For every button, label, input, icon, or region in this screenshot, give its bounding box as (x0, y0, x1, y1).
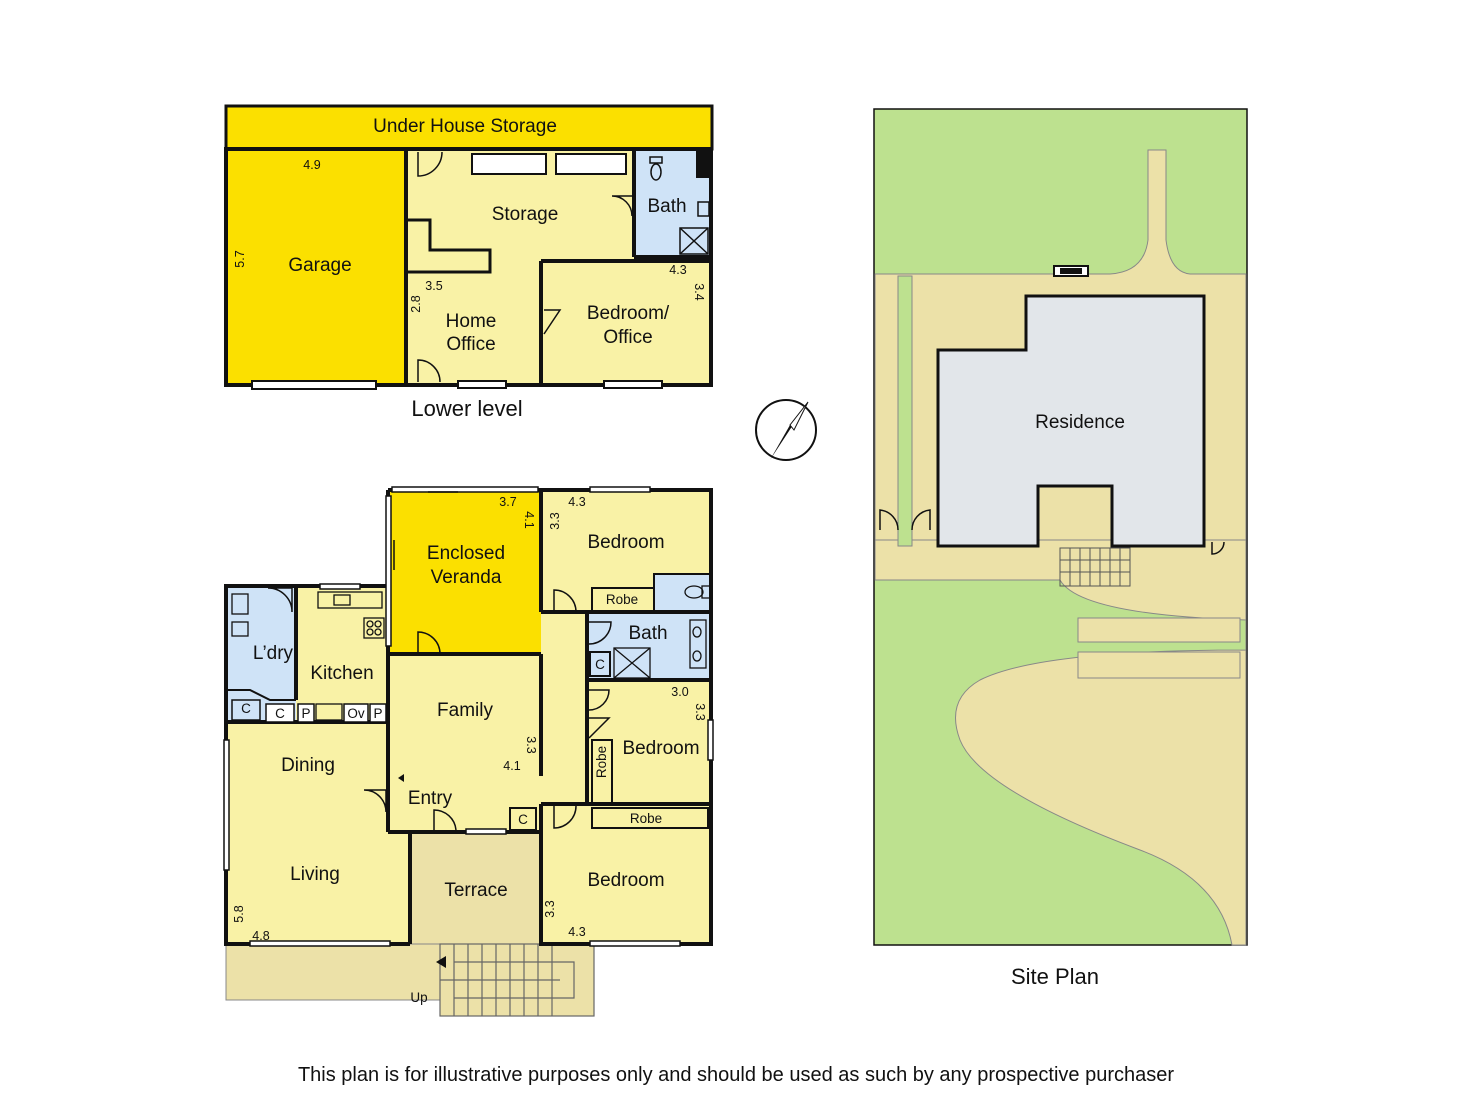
residence-label: Residence (1035, 412, 1125, 433)
bedroom-1-width-dim: 4.3 (568, 495, 585, 509)
disclaimer-text: This plan is for illustrative purposes o… (297, 1064, 1175, 1086)
home-office-area (406, 261, 541, 385)
under-house-storage-label: Under House Storage (373, 116, 557, 137)
enclosed-veranda-label-line1: Enclosed (427, 543, 505, 564)
enclosed-veranda-depth-dim: 4.1 (522, 511, 536, 528)
home-office-width-dim: 3.5 (425, 279, 442, 293)
garage-area (224, 147, 408, 387)
kitchen-cupboard-c1: C (241, 701, 251, 716)
bedroom-office-area (541, 261, 711, 385)
lower-bath-label: Bath (647, 196, 686, 217)
enclosed-veranda-width-dim: 3.7 (499, 495, 516, 509)
bedroom-1-label: Bedroom (587, 532, 664, 553)
lower-level-caption: Lower level (411, 396, 522, 421)
bath-cupboard-label: C (595, 657, 605, 672)
bath-label: Bath (628, 623, 667, 644)
laundry-label: L’dry (253, 643, 294, 664)
bedroom-3-width-dim: 4.3 (568, 925, 585, 939)
bedroom-office-label-line1: Bedroom/ (587, 303, 670, 324)
bedroom-3-label: Bedroom (587, 870, 664, 891)
bedroom-2-width-dim: 3.0 (671, 685, 688, 699)
family-width-dim: 4.1 (503, 759, 520, 773)
kitchen-cupboard-c2: C (275, 706, 285, 721)
bedroom-office-width-dim: 4.3 (669, 263, 686, 277)
upper-level: Enclosed Veranda 3.7 4.1 Bedroom 4.3 3.3… (223, 486, 714, 1017)
dining-label: Dining (281, 755, 335, 776)
under-house-storage-area (224, 104, 714, 151)
kitchen-oven: Ov (347, 706, 365, 721)
site-plan-caption: Site Plan (1011, 964, 1099, 989)
kitchen-pantry-1: P (301, 706, 310, 721)
enclosed-veranda-area (388, 490, 541, 654)
site-plan: Residence Site Plan (873, 108, 1248, 989)
bedroom-office-depth-dim: 3.4 (692, 283, 706, 300)
terrace-label: Terrace (444, 880, 507, 901)
family-area (388, 654, 541, 776)
entry-area (388, 776, 541, 832)
home-office-label-line2: Office (446, 334, 495, 355)
home-office-label-line1: Home (446, 311, 497, 332)
living-depth-dim: 5.8 (232, 905, 246, 922)
bedroom-office-label-line2: Office (603, 327, 652, 348)
robe-1-label: Robe (606, 592, 638, 607)
entry-label: Entry (408, 788, 453, 809)
garage-label: Garage (288, 255, 351, 276)
hall-area (541, 612, 587, 804)
dining-living-area (226, 722, 410, 944)
kitchen-area (296, 586, 388, 722)
entry-cupboard-label: C (518, 812, 528, 827)
lower-level: Under House Storage Garage 4.9 5.7 Stora… (224, 104, 714, 421)
north-arrow-icon (755, 399, 817, 461)
kitchen-pantry-2: P (373, 706, 382, 721)
driveway (874, 539, 1247, 946)
bedroom-3-depth-dim: 3.3 (543, 900, 557, 917)
residence-footprint (936, 294, 1206, 548)
family-depth-dim: 3.3 (524, 736, 538, 753)
terrace-area (410, 832, 541, 944)
robe-2-label: Robe (594, 746, 609, 778)
family-label: Family (437, 700, 493, 721)
robe-1-area (592, 588, 654, 612)
stairs-up-label: Up (410, 990, 427, 1005)
garage-width-dim: 4.9 (303, 158, 320, 172)
enclosed-veranda-label-line2: Veranda (431, 567, 502, 588)
garage-depth-dim: 5.7 (233, 250, 247, 267)
living-width-dim: 4.8 (252, 929, 269, 943)
bedroom-2-label: Bedroom (622, 738, 699, 759)
bedroom-2-area (587, 680, 711, 804)
robe-3-label: Robe (630, 811, 662, 826)
home-office-depth-dim: 2.8 (409, 295, 423, 312)
storage-label: Storage (492, 204, 559, 225)
living-label: Living (290, 864, 340, 885)
bedroom-1-depth-dim: 3.3 (548, 512, 562, 529)
bedroom-2-depth-dim: 3.3 (693, 703, 707, 720)
kitchen-label: Kitchen (310, 663, 373, 684)
